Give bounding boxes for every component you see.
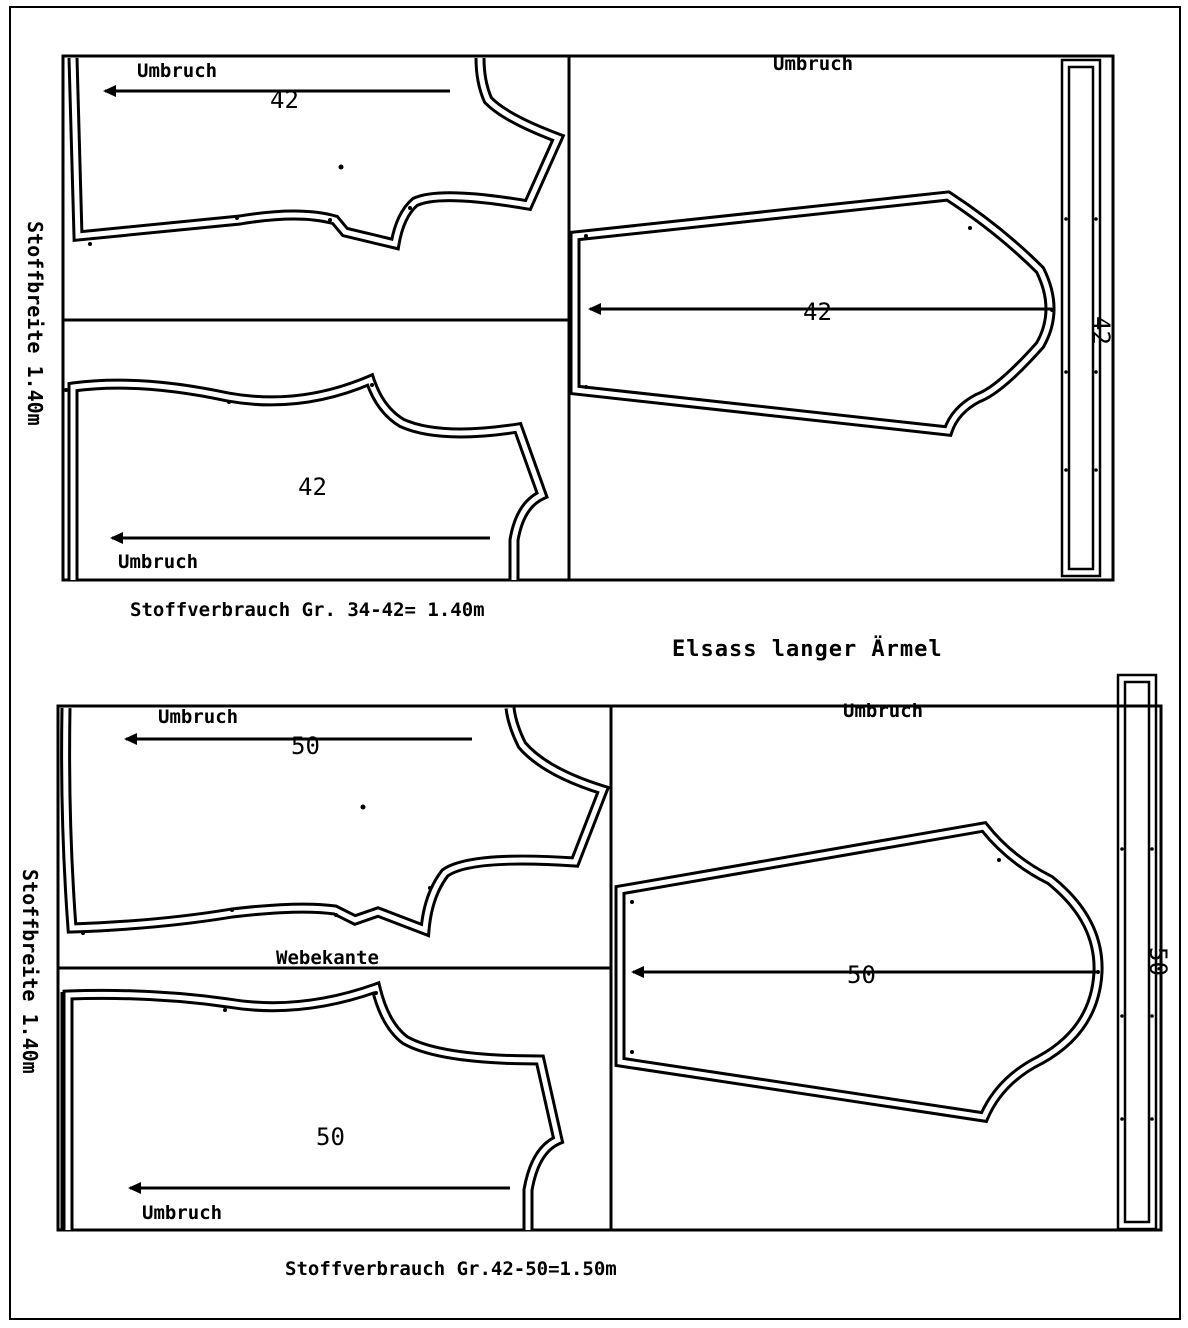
consumption-label-top: Stoffverbrauch Gr. 34-42= 1.40m (130, 599, 485, 621)
fold-label-front-top: Umbruch (118, 551, 198, 573)
sleeve-piece-top (569, 190, 1056, 437)
layout-bottom: Umbruch 50 Webekante 50 Umbruch Umbruc (18, 673, 1172, 1280)
fabric-width-label-bottom: Stoffbreite 1.40m (18, 869, 42, 1074)
fold-label-sleeve-bottom: Umbruch (843, 700, 923, 722)
layout-top: Umbruch 42 42 Umbruch Umbruch 42 (23, 53, 1115, 621)
fold-label-back-bottom: Umbruch (158, 706, 238, 728)
front-piece-top (64, 372, 549, 580)
page-frame (9, 6, 1181, 1320)
size-label-back-bottom: 50 (291, 732, 320, 760)
fold-label-sleeve-top: Umbruch (773, 53, 853, 75)
size-label-sleeve-top: 42 (803, 298, 832, 326)
cuff-strip-bottom (1116, 673, 1158, 1231)
size-label-cuff-top: 42 (1087, 316, 1115, 345)
cuff-strip-top (1060, 58, 1102, 578)
page-title: Elsass langer Ärmel (672, 636, 943, 662)
front-piece-bottom (60, 980, 565, 1230)
size-label-cuff-bottom: 50 (1144, 947, 1172, 976)
fabric-rectangle-top (61, 54, 1115, 582)
size-label-front-bottom: 50 (316, 1123, 345, 1151)
back-piece-bottom (60, 707, 611, 938)
consumption-label-bottom: Stoffverbrauch Gr.42-50=1.50m (285, 1258, 617, 1280)
fabric-width-label-top: Stoffbreite 1.40m (23, 221, 47, 426)
selvage-label: Webekante (276, 947, 379, 969)
fold-label-front-bottom: Umbruch (142, 1202, 222, 1224)
size-label-front-top: 42 (298, 473, 327, 501)
size-label-back-top: 42 (270, 86, 299, 114)
back-piece-top (67, 57, 566, 251)
size-label-sleeve-bottom: 50 (847, 961, 876, 989)
fold-label-back-top: Umbruch (137, 60, 217, 82)
